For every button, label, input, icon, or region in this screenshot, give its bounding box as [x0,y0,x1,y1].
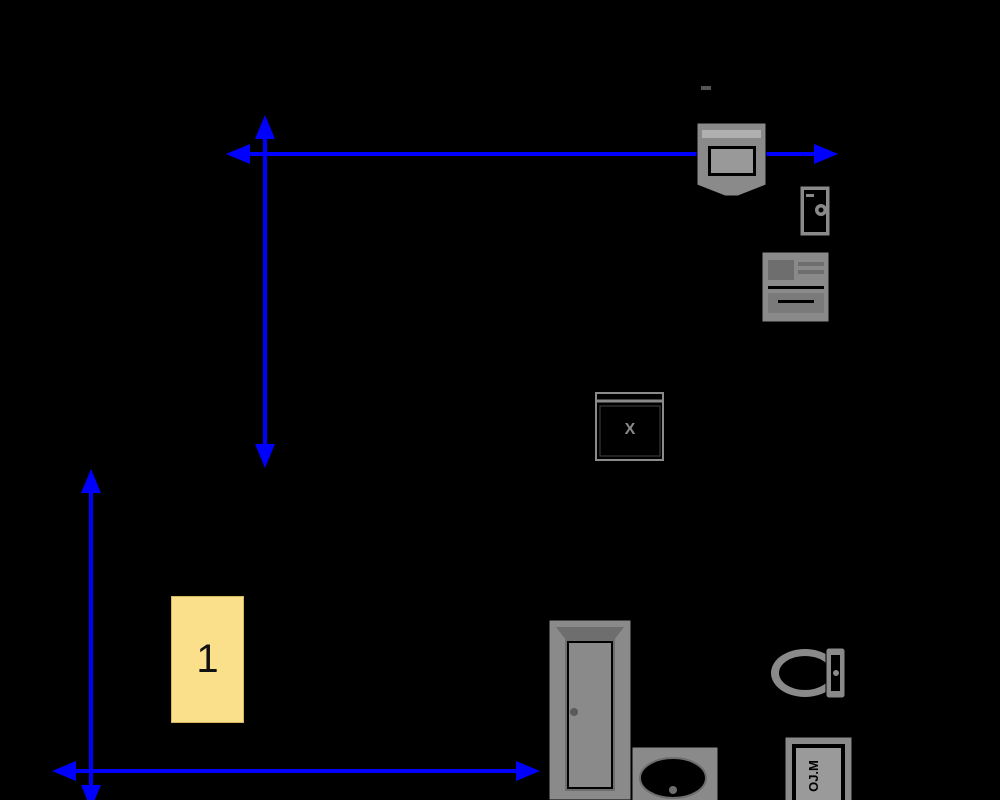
room-number-label: 1 [196,637,219,681]
bathroom-sink-icon [631,746,719,800]
kitchen-sink-icon: X [595,392,664,461]
cabinet-mark: OJ.M [806,760,821,792]
kitchen-sink-mark: X [625,421,636,438]
bathtub-icon [548,619,632,800]
room-number-marker: 1 [171,596,244,723]
dishwasher-icon [761,251,830,323]
toilet-icon [771,647,846,699]
cabinet-icon: OJ.M [784,736,853,800]
washer-icon [799,185,831,237]
stove-icon [696,86,767,197]
